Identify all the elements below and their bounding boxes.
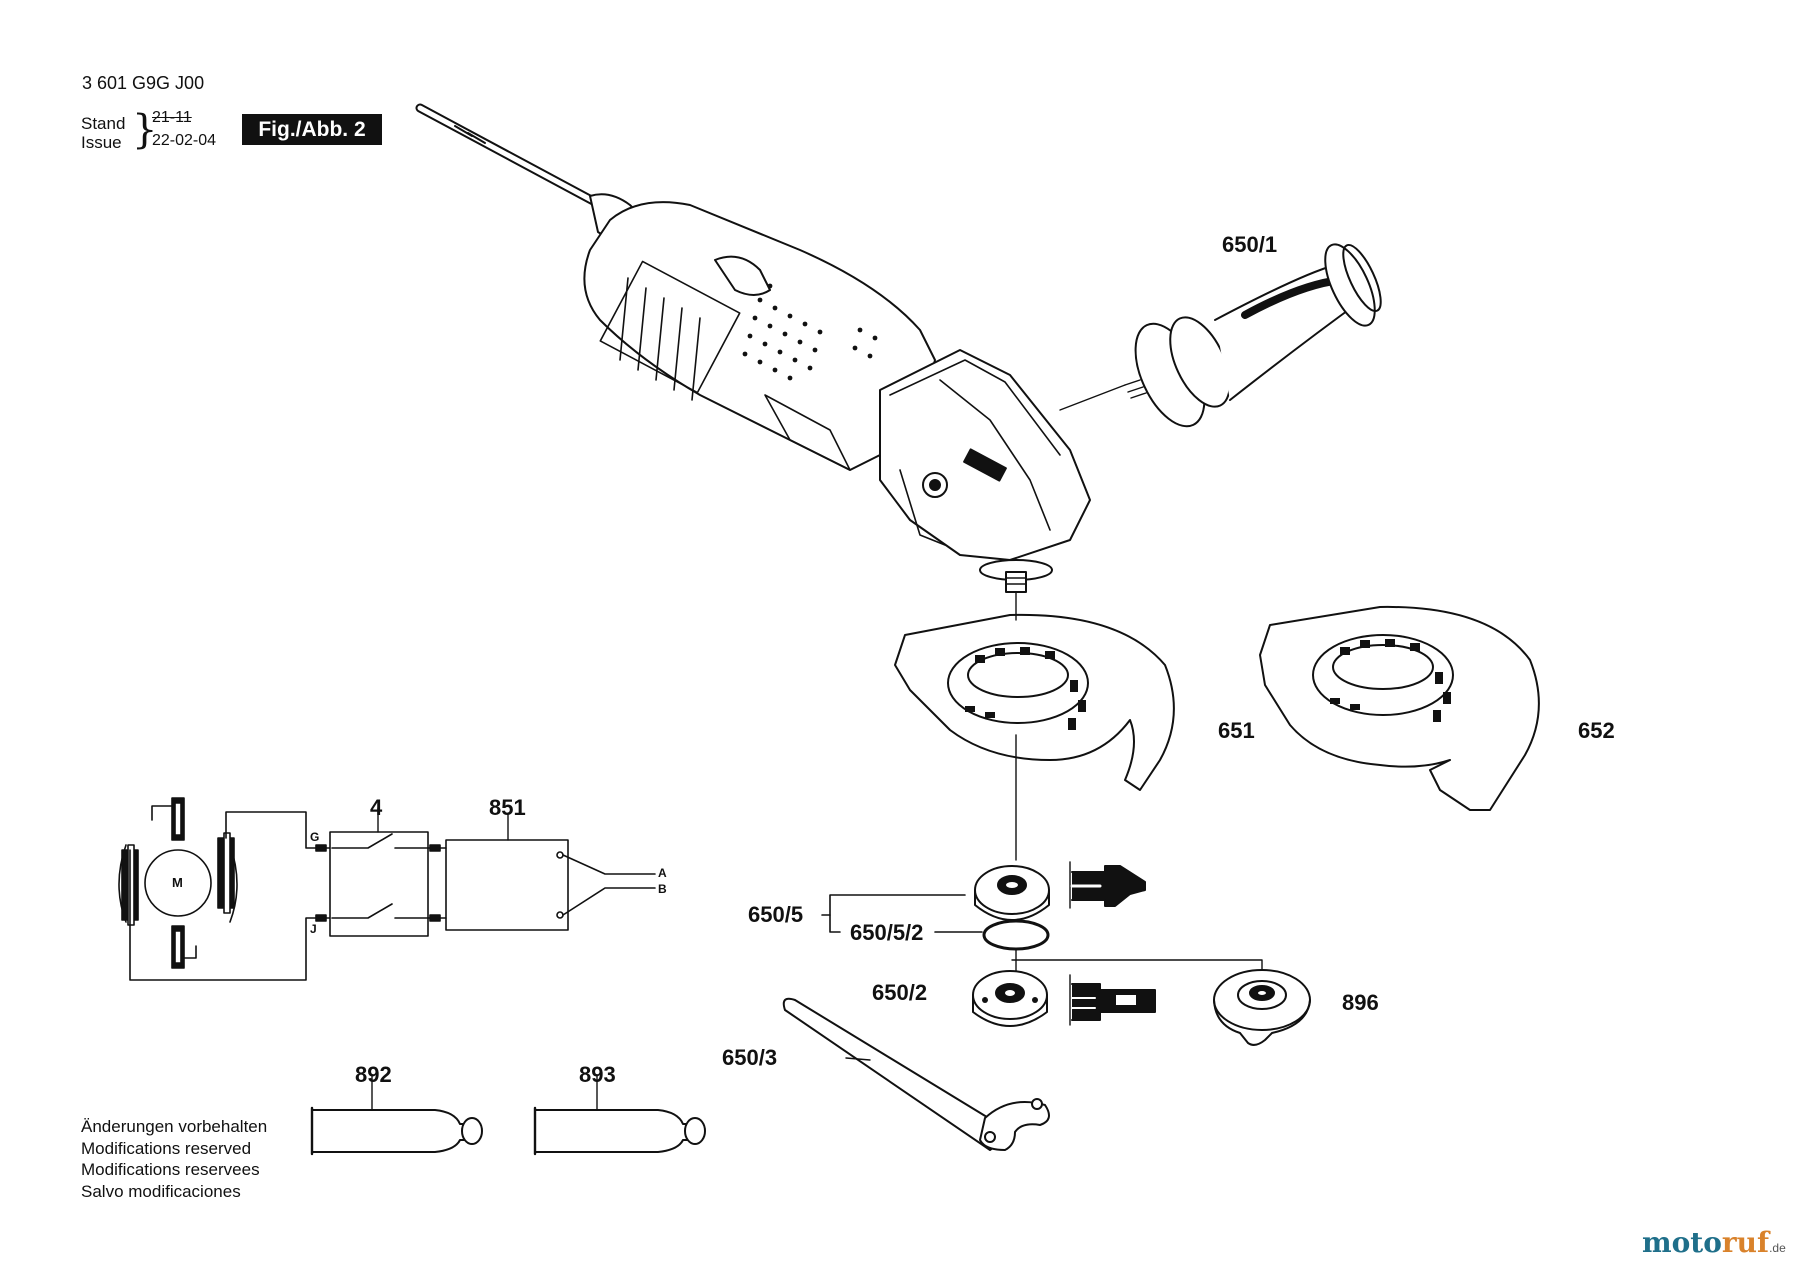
label-896: 896 [1342,990,1379,1015]
label-851: 851 [489,795,526,820]
note-line: Modifications reserved [81,1138,252,1158]
guard-652-illustration [1259,605,1540,811]
motor-label: M [172,875,183,890]
spanner-650-3-illustration [782,997,1050,1151]
stand-label: Stand [81,114,126,133]
quick-nut-896-illustration [1213,969,1311,1046]
wiring-diagram [118,797,656,981]
grease-tube-893-illustration [533,1074,706,1156]
guard-651-illustration [894,591,1175,861]
date-old: 21-11 [152,109,192,126]
label-893: 893 [579,1062,616,1087]
document-number: 3 601 G9G J00 [82,73,205,93]
flange-650-5-illustration [974,861,1146,921]
label-651: 651 [1218,718,1255,743]
note-line: Änderungen vorbehalten [81,1117,268,1136]
watermark-tld: .de [1769,1241,1786,1255]
note-line: Modifications reservees [81,1160,260,1179]
wire-label-g: G [310,830,320,844]
wire-label-b: B [658,882,667,896]
note-line: Salvo modificaciones [81,1181,241,1201]
issue-label: Issue [81,133,122,152]
date-new: 22-02-04 [152,132,217,149]
o-ring-illustration [982,919,1050,951]
label-892: 892 [355,1062,392,1087]
wire-label-j: J [310,922,317,936]
label-650-2: 650/2 [872,980,928,1005]
watermark-logo: motoruf.de [1642,1226,1786,1259]
angle-grinder-illustration [415,103,1126,593]
label-650-1: 650/1 [1222,232,1278,257]
watermark-part1: moto [1642,1226,1722,1259]
auxiliary-handle-illustration [1124,243,1382,428]
figure-label: Fig./Abb. 2 [242,114,382,145]
watermark-part2: ruf [1721,1226,1770,1259]
label-4: 4 [370,795,383,820]
modification-notes: Änderungen vorbehalten Modifications res… [81,1116,267,1202]
label-650-5: 650/5 [748,902,804,927]
date-brace: } [132,107,158,153]
label-650-5-2: 650/5/2 [850,920,924,945]
clamping-nut-650-2-illustration [972,970,1156,1027]
label-652: 652 [1578,718,1615,743]
grease-tube-892-illustration [310,1074,483,1156]
label-650-3: 650/3 [722,1045,778,1070]
wire-label-a: A [658,866,667,880]
